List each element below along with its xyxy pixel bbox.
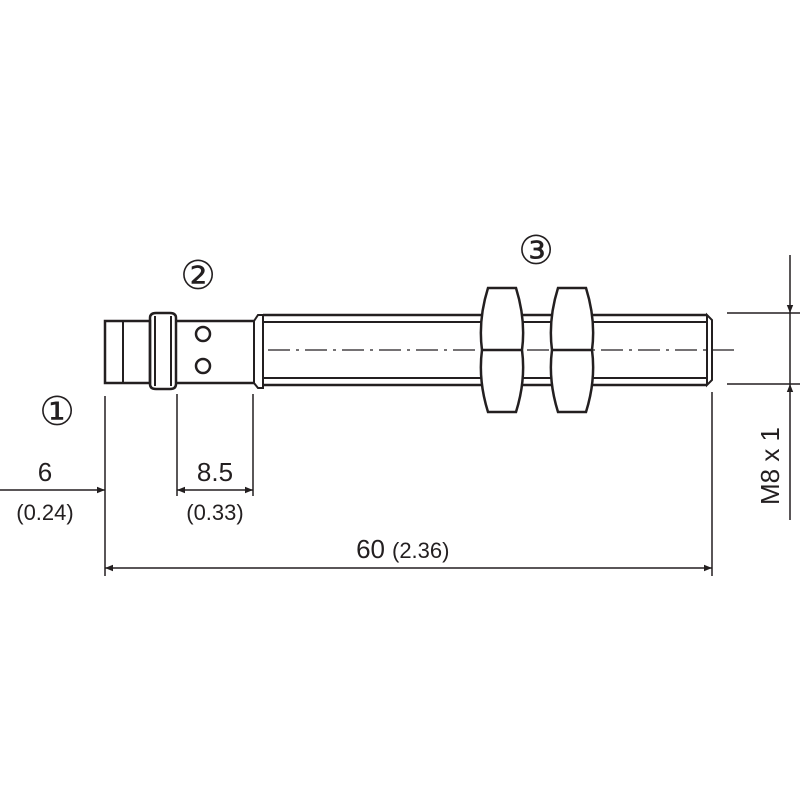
dim-60-inch: (2.36) bbox=[392, 538, 449, 563]
dim-8-5-value: 8.5 bbox=[197, 457, 233, 487]
callout-3: ③ bbox=[518, 229, 554, 273]
callout-2: ② bbox=[180, 254, 216, 298]
sensor-collar bbox=[148, 311, 178, 391]
thread-size: M8 x 1 bbox=[755, 427, 785, 505]
led-section bbox=[176, 319, 254, 385]
sensor-face bbox=[103, 319, 152, 385]
led-indicator-icon bbox=[194, 325, 212, 343]
dim-8-5-inch: (0.33) bbox=[186, 500, 243, 525]
callout-1: ① bbox=[39, 390, 75, 434]
extension-lines bbox=[104, 312, 800, 576]
dim-6-inch: (0.24) bbox=[16, 500, 73, 525]
dim-60-value: 60 bbox=[356, 534, 385, 564]
led-indicator-icon bbox=[194, 357, 212, 375]
dim-6-value: 6 bbox=[38, 457, 52, 487]
